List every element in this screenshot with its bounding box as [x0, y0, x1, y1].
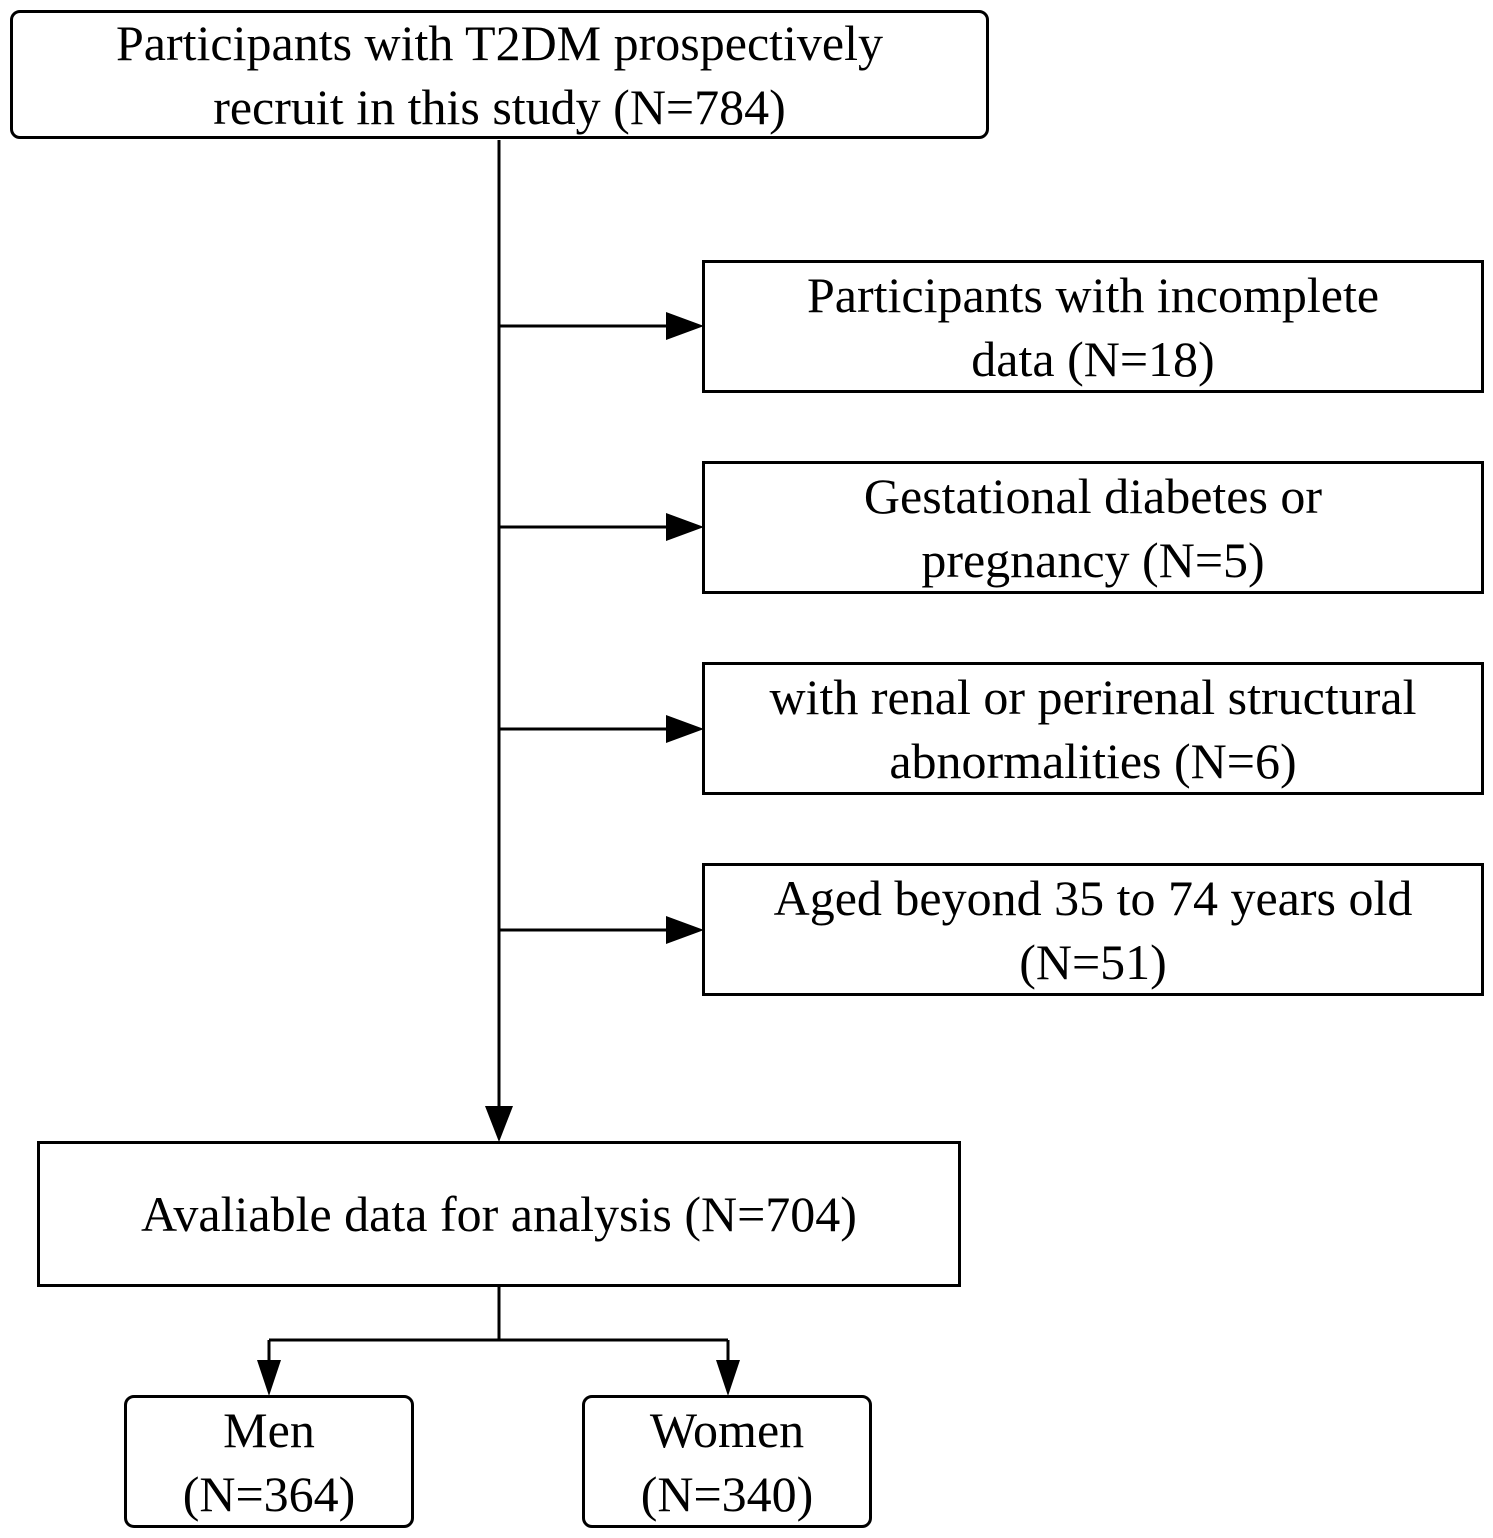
- arrowhead-men: [257, 1360, 281, 1396]
- exclusion-3-line1: with renal or perirenal structural: [769, 668, 1417, 725]
- exclusion-box-renal-abnormalities: with renal or perirenal structural abnor…: [702, 662, 1484, 795]
- analysis-box-label: Avaliable data for analysis (N=704): [141, 1186, 857, 1242]
- exclusion-1-line1: Participants with incomplete: [806, 266, 1380, 323]
- group-women-count: (N=340): [640, 1465, 814, 1522]
- analysis-box: Avaliable data for analysis (N=704): [37, 1141, 961, 1287]
- exclusion-2-line2: pregnancy (N=5): [921, 531, 1265, 588]
- arrowhead-exclusion-2: [666, 513, 704, 541]
- exclusion-4-line2: (N=51): [1019, 933, 1167, 990]
- exclusion-box-incomplete-data: Participants with incomplete data (N=18): [702, 260, 1484, 393]
- start-box-line2: recruit in this study (N=784): [213, 78, 786, 135]
- exclusion-3-line2: abnormalities (N=6): [889, 732, 1297, 789]
- group-men-label: Men: [223, 1401, 315, 1458]
- exclusion-box-gestational-diabetes: Gestational diabetes or pregnancy (N=5): [702, 461, 1484, 594]
- exclusion-box-age-range: Aged beyond 35 to 74 years old (N=51): [702, 863, 1484, 996]
- arrowhead-exclusion-3: [666, 715, 704, 743]
- group-box-women: Women (N=340): [582, 1395, 872, 1528]
- start-box-line1: Participants with T2DM prospectively: [115, 14, 884, 71]
- exclusion-4-line1: Aged beyond 35 to 74 years old: [773, 869, 1413, 926]
- start-box: Participants with T2DM prospectively rec…: [10, 10, 989, 139]
- group-men-count: (N=364): [182, 1465, 356, 1522]
- group-women-label: Women: [649, 1401, 805, 1458]
- arrowhead-to-analysis: [485, 1106, 513, 1142]
- arrowhead-women: [716, 1360, 740, 1396]
- group-box-men: Men (N=364): [124, 1395, 414, 1528]
- arrowhead-exclusion-1: [666, 312, 704, 340]
- exclusion-2-line1: Gestational diabetes or: [863, 467, 1323, 524]
- exclusion-1-line2: data (N=18): [971, 330, 1215, 387]
- arrowhead-exclusion-4: [666, 916, 704, 944]
